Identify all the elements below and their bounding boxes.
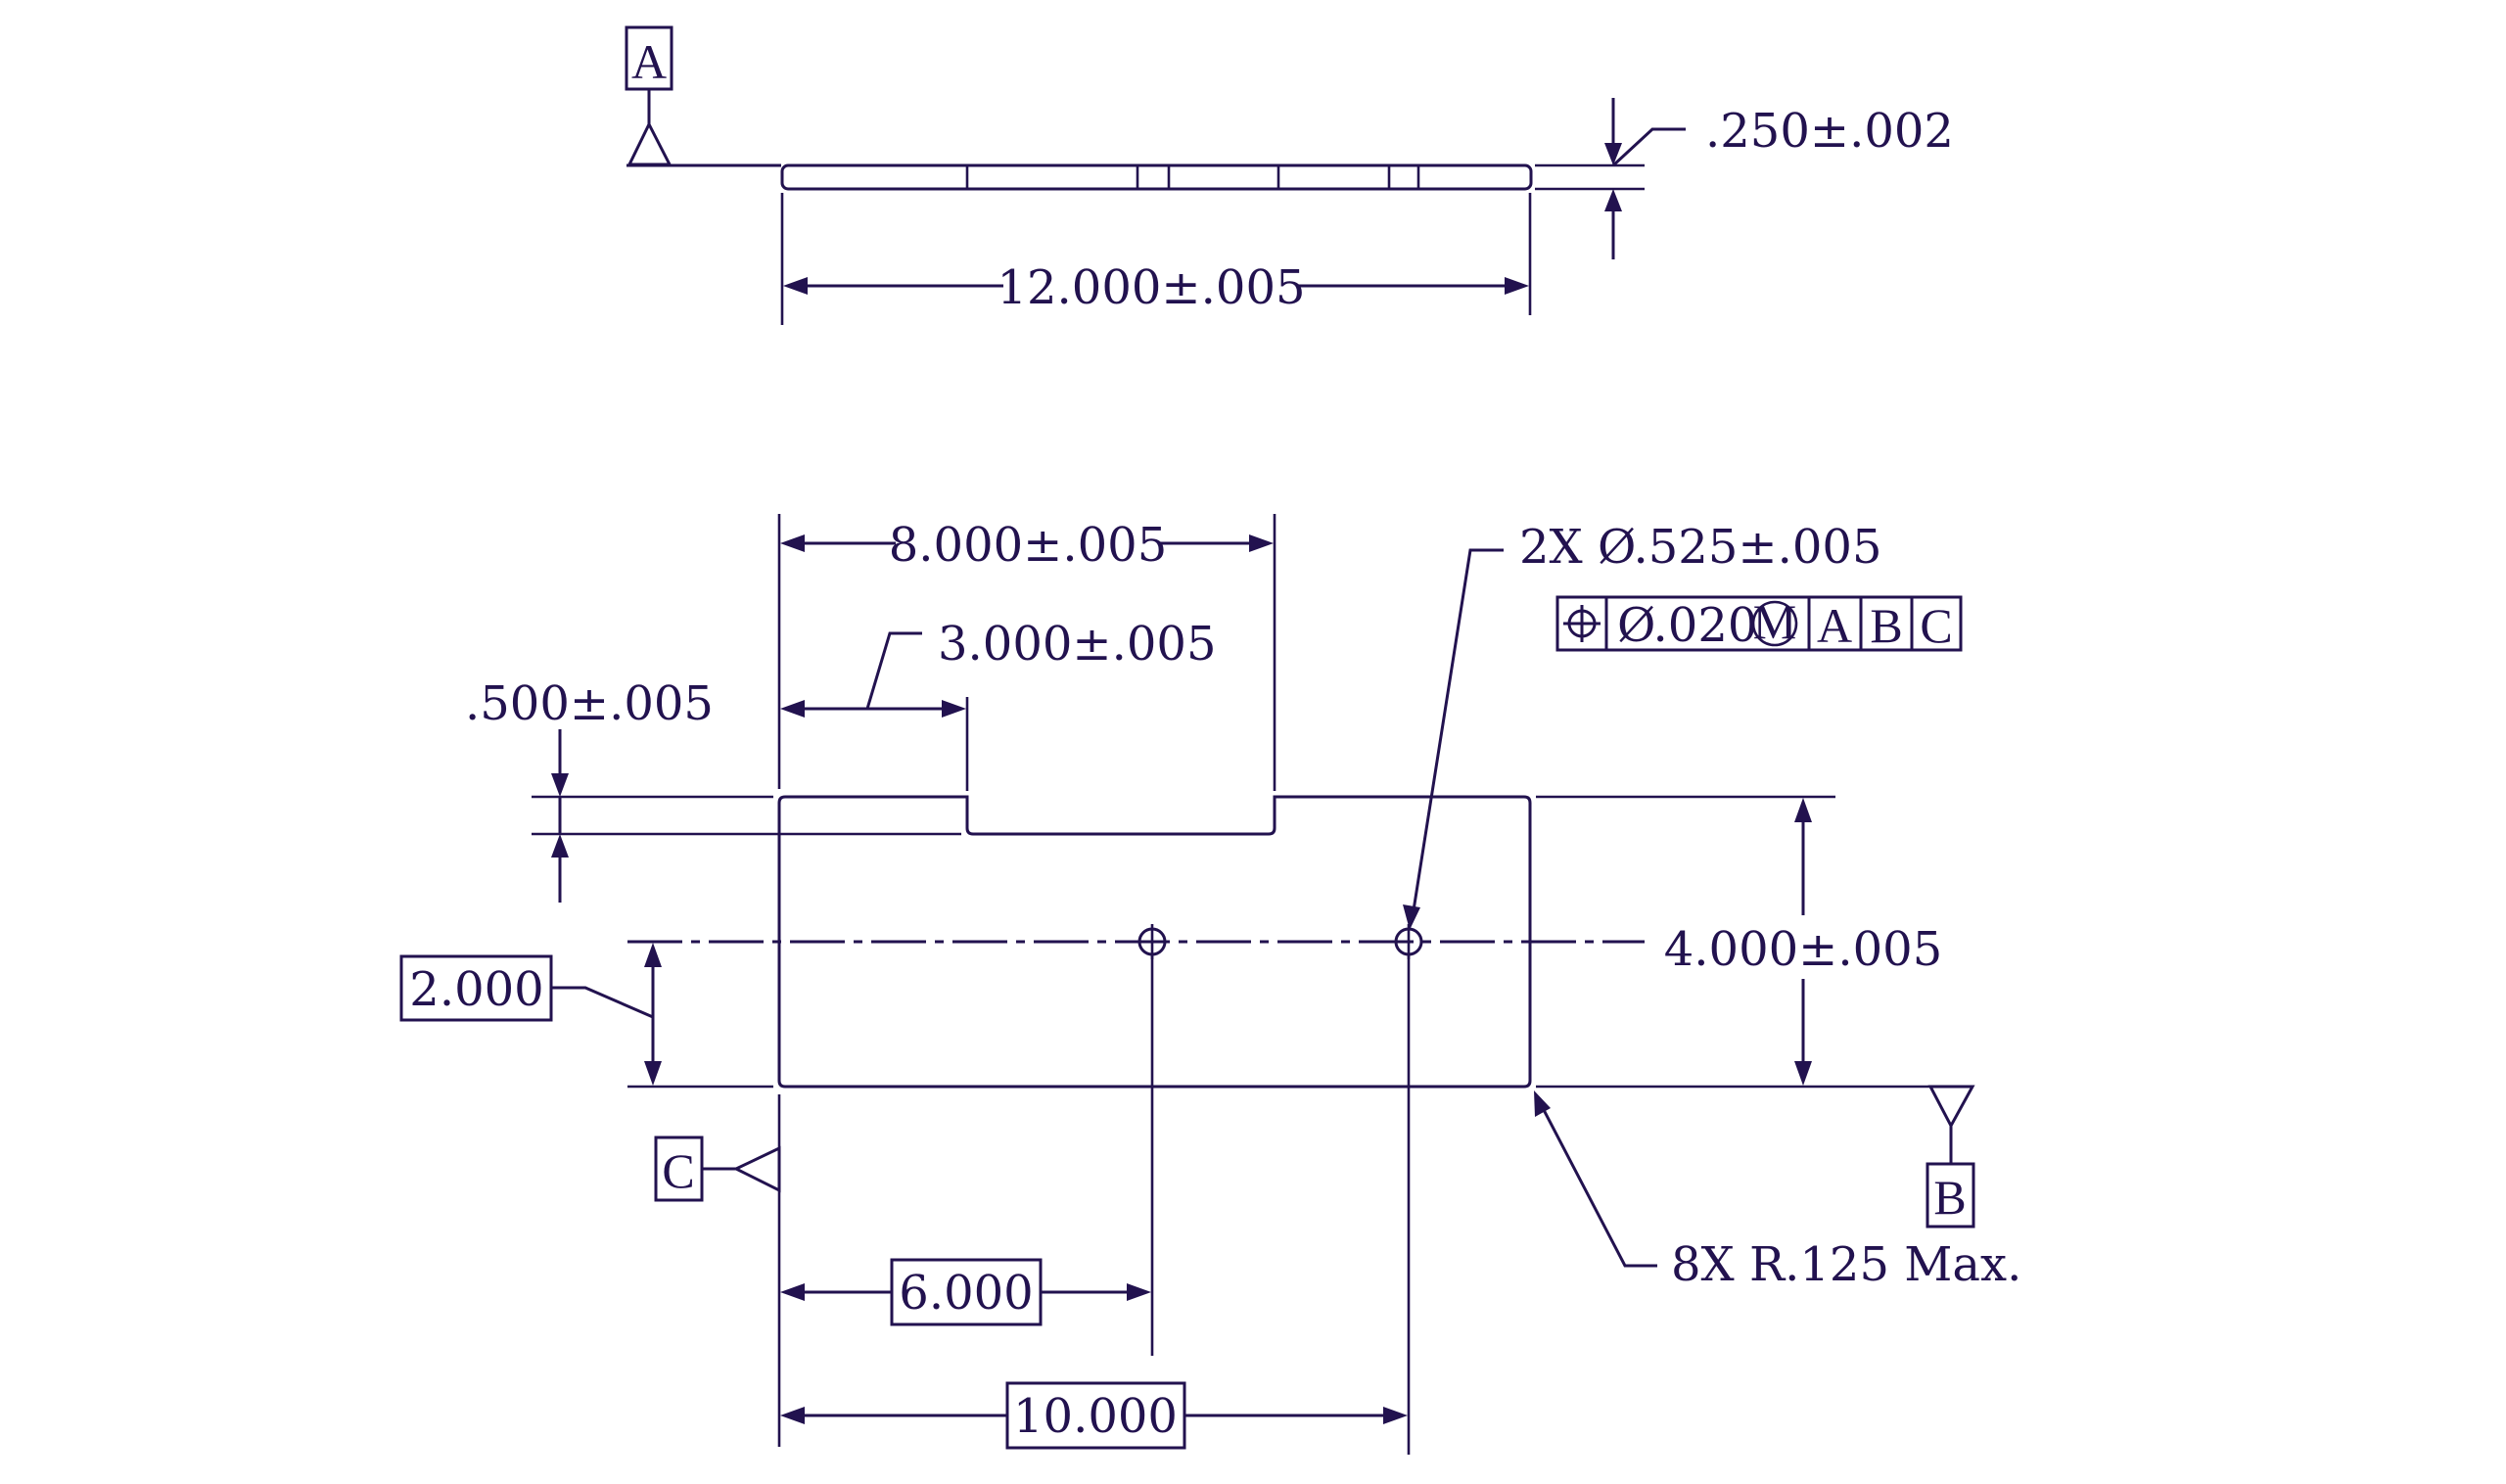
notch-length-dimension: 8.000±.005 [780,518,1274,573]
arrowhead [1403,904,1420,930]
datum-a-label: A [631,34,667,89]
thickness-dimension: .250±.002 [1535,98,1954,259]
arrowhead [1794,798,1812,822]
side-view: A 12.000±.005 [625,25,1954,325]
fcf-datum-a: A [1817,598,1852,653]
hole-height-text: 2.000 [409,962,543,1017]
corner-radius-note: 8X R.125 Max. [1534,1090,2021,1292]
leader-line [1611,127,1686,167]
arrowhead [780,1283,805,1301]
arrowhead [1604,143,1622,165]
fcf-datum-b: B [1870,598,1902,653]
width-dimension: 4.000±.005 [1664,798,1943,1086]
datum-a-symbol: A [625,25,781,167]
notch-offset-dimension: 3.000±.005 [780,617,1217,718]
hole-2 [1394,924,1423,959]
hidden-feature-lines [965,165,1420,189]
hole-callout: 2X Ø.525±.005 [1403,520,1881,930]
basic-dim-box [1005,1381,1186,1450]
thickness-dim-text: .250±.002 [1705,104,1954,159]
position-icon [1563,605,1601,642]
datum-c-label: C [662,1143,694,1198]
feature-control-frame: Ø.020 M A B C [1555,594,1963,653]
fcf-datum-c: C [1920,598,1952,653]
corner-radius-text: 8X R.125 Max. [1671,1237,2021,1292]
hole-callout-text: 2X Ø.525±.005 [1519,520,1881,575]
datum-b-box [1926,1162,1975,1229]
length-dimension: 12.000±.005 [780,193,1532,325]
arrowhead [551,773,569,797]
notch-depth-text: .500±.005 [465,676,714,731]
datum-b-symbol: B [1926,1085,1975,1229]
basic-dim-box [399,954,553,1022]
basic-dim-box [890,1258,1043,1326]
hole-1 [1137,924,1167,959]
arrowhead [1534,1090,1551,1117]
arrowhead [1794,1061,1812,1086]
arrowhead [551,834,569,858]
datum-c-symbol: C [654,1136,781,1202]
hole2-position-text: 10.000 [1013,1389,1178,1444]
mmc-modifier-circle [1751,600,1798,647]
arrowhead [1604,189,1622,211]
notch-length-text: 8.000±.005 [889,518,1168,573]
arrowhead [780,534,805,552]
arrowhead [780,1407,805,1424]
extension-lines [532,514,1972,1455]
hole1-position-dimension: 6.000 [780,1258,1151,1326]
hole-height-dimension: 2.000 [399,943,662,1086]
arrowhead [1249,534,1274,552]
plate-side-profile [780,163,1533,191]
top-view: 8.000±.005 3.000±.005 .500±.005 2X Ø.525… [399,514,2021,1455]
width-dim-text: 4.000±.005 [1664,922,1943,977]
leader-line [551,986,654,1019]
leader-line [865,631,922,710]
arrowhead [783,277,808,295]
datum-a-triangle [626,120,673,166]
arrowhead [1505,277,1529,295]
plate-outline [777,795,1532,1089]
fcf-tolerance: Ø.020 [1617,598,1757,653]
arrowhead [780,700,805,718]
arrowhead [644,1061,662,1086]
arrowhead [1127,1283,1151,1301]
notch-offset-text: 3.000±.005 [938,617,1217,672]
length-dim-text: 12.000±.005 [997,260,1305,315]
datum-b-triangle [1927,1085,1975,1130]
notch-depth-dimension: .500±.005 [465,676,714,903]
datum-b-label: B [1933,1170,1966,1225]
fcf-modifier: M [1753,594,1796,649]
arrowhead [644,943,662,967]
datum-c-triangle [732,1145,781,1193]
leader-line [1412,548,1504,911]
hole1-position-text: 6.000 [899,1266,1033,1321]
arrowhead [1383,1407,1408,1424]
leader-line [1540,1105,1657,1268]
arrowhead [942,700,966,718]
hole2-position-dimension: 10.000 [780,1381,1408,1450]
